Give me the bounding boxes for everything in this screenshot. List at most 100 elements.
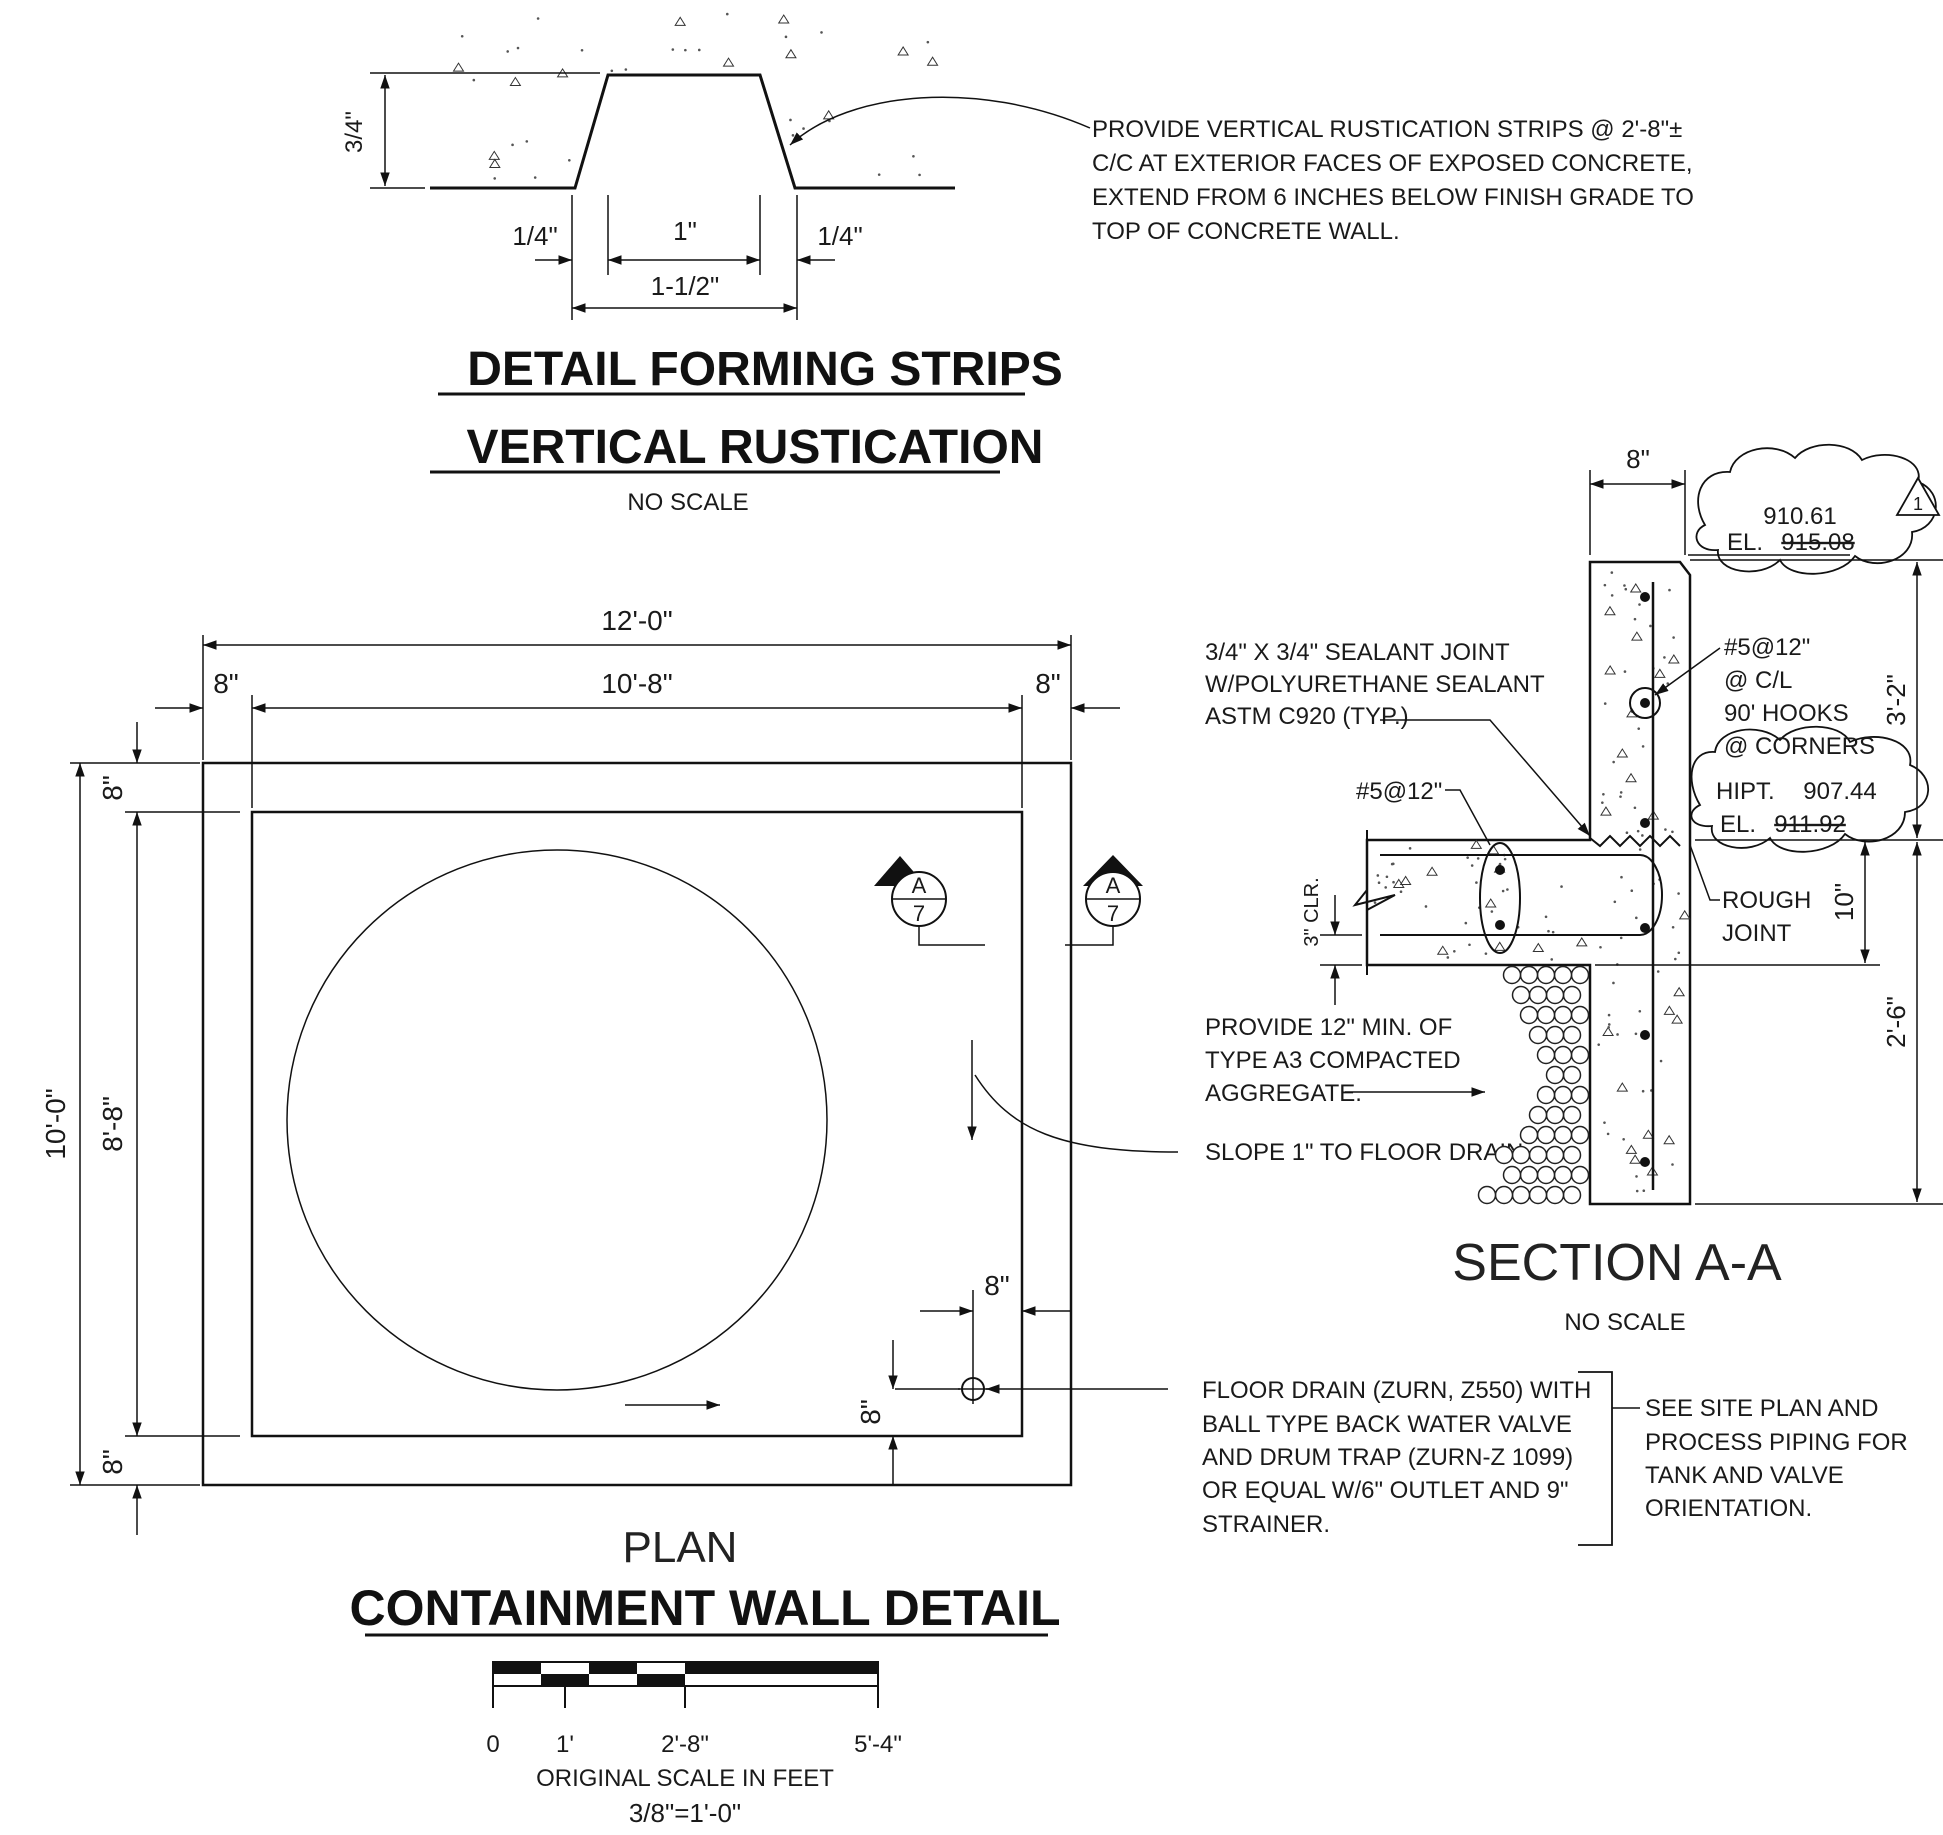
section-a-a: 8" 3'-2" 2'-6" 10" 3" CLR. 910.61 EL. 91…: [1205, 443, 1943, 1336]
note-line: #5@12": [1724, 634, 1810, 661]
revision-cloud: [1695, 443, 1937, 575]
hipt-label: HIPT.: [1716, 778, 1775, 805]
slab-rebar-note: #5@12": [1356, 778, 1442, 805]
wall-rebar-note: #5@12" @ C/L 90' HOOKS @ CORNERS: [1724, 634, 1875, 760]
concrete-section: [1365, 560, 1692, 1206]
el-top-prefix: EL.: [1727, 529, 1763, 556]
detail-title-line1: DETAIL FORMING STRIPS: [467, 343, 1063, 396]
note-line: JOINT: [1722, 920, 1792, 947]
revision-cloud: [1690, 725, 1930, 853]
note-line: AND DRUM TRAP (ZURN-Z 1099): [1202, 1444, 1573, 1471]
dim-drain-x: 8": [984, 1270, 1010, 1301]
plan-label: PLAN: [623, 1523, 738, 1572]
dim-left-label: 1/4": [512, 221, 557, 251]
dim-drain-y: 8": [855, 1399, 886, 1425]
section-mark-outer[interactable]: A 7: [1065, 855, 1143, 946]
rebar-dots: [1495, 592, 1650, 1167]
note-line: BALL TYPE BACK WATER VALVE: [1202, 1411, 1572, 1438]
note-line: PROCESS PIPING FOR: [1645, 1429, 1908, 1456]
hipt-value: 907.44: [1803, 778, 1876, 805]
note-line: PROVIDE VERTICAL RUSTICATION STRIPS @ 2'…: [1092, 116, 1682, 143]
slope-note: SLOPE 1" TO FLOOR DRAIN: [1205, 1139, 1523, 1166]
note-line: ROUGH: [1722, 887, 1811, 914]
sealant-leader: [1380, 719, 1591, 837]
scale-tick-label: 5'-4": [854, 1731, 902, 1758]
section-mark-inner[interactable]: A 7: [874, 856, 985, 946]
detail-title-line2: VERTICAL RUSTICATION: [467, 421, 1044, 474]
dim-height-label: 3/4": [341, 111, 368, 153]
note-line: @ C/L: [1724, 667, 1792, 694]
note-line: PROVIDE 12" MIN. OF: [1205, 1014, 1452, 1041]
dim-total-label: 1-1/2": [651, 271, 720, 301]
dim-slab: 10": [1829, 883, 1859, 921]
dim-inner-height: 8'-8": [97, 1096, 128, 1152]
wall-rebar-leader: [1654, 647, 1721, 696]
note-line: 90' HOOKS: [1724, 700, 1849, 727]
note-line: AGGREGATE.: [1205, 1080, 1362, 1107]
scale-tick-label: 1': [556, 1731, 574, 1758]
rustication-detail: 3/4" 1/4" 1" 1/4" 1-1/2" PROVIDE VERTICA…: [341, 12, 1701, 516]
rustication-strip-profile: [430, 73, 955, 190]
section-cut-line: [1065, 926, 1114, 946]
site-note: SEE SITE PLAN AND PROCESS PIPING FOR TAN…: [1645, 1395, 1914, 1522]
sealant-note: 3/4" X 3/4" SEALANT JOINT W/POLYURETHANE…: [1205, 639, 1551, 730]
note-line: TYPE A3 COMPACTED: [1205, 1047, 1461, 1074]
concrete-stipple: [452, 12, 939, 180]
note-line: ASTM C920 (TYP.): [1205, 703, 1409, 730]
note-line: C/C AT EXTERIOR FACES OF EXPOSED CONCRET…: [1092, 150, 1693, 177]
section-label: SECTION A-A: [1452, 1234, 1782, 1292]
dim-wall-right: 8": [1035, 668, 1061, 699]
section-mark-sheet: 7: [1107, 901, 1119, 926]
note-line: STRAINER.: [1202, 1511, 1330, 1538]
outer-wall-outline: [201, 761, 1073, 1487]
el-hipt-prefix: EL.: [1720, 811, 1756, 838]
detail-scale: NO SCALE: [627, 489, 748, 516]
slope-leader: [974, 1074, 1179, 1153]
section-mark-letter: A: [912, 873, 927, 898]
aggregate-note: PROVIDE 12" MIN. OF TYPE A3 COMPACTED AG…: [1205, 1014, 1467, 1107]
scale-tick-label: 2'-8": [661, 1731, 709, 1758]
dim-overall-width: 12'-0": [601, 605, 672, 636]
note-line: EXTEND FROM 6 INCHES BELOW FINISH GRADE …: [1092, 184, 1694, 211]
note-bracket: [1578, 1371, 1613, 1546]
containment-plan: 12'-0" 10'-8" 8" 8" 10'-0" 8'-8" 8" 8" A…: [40, 605, 1914, 1637]
note-line: @ CORNERS: [1724, 733, 1875, 760]
revision-tag: 1: [1913, 494, 1923, 514]
dim-overall-height: 10'-0": [40, 1088, 71, 1159]
tank-footprint: [286, 849, 828, 1391]
scale-ratio: 3/8"=1'-0": [629, 1798, 741, 1828]
dim-inner-width: 10'-8": [601, 668, 672, 699]
dim-upper: 3'-2": [1881, 674, 1911, 726]
floor-drain-symbol: [958, 1374, 988, 1404]
note-line: SEE SITE PLAN AND: [1645, 1395, 1878, 1422]
dim-wall-left: 8": [213, 668, 239, 699]
rough-joint-leader: [1689, 844, 1720, 901]
dim-wall-top: 8": [97, 775, 128, 801]
note-line: 3/4" X 3/4" SEALANT JOINT: [1205, 639, 1510, 666]
dim-wall-bottom: 8": [97, 1449, 128, 1475]
rebar-callout-circle: [1629, 687, 1661, 719]
section-mark-sheet: 7: [913, 901, 925, 926]
note-line: ORIENTATION.: [1645, 1495, 1812, 1522]
rough-joint-note: ROUGH JOINT: [1722, 887, 1818, 947]
break-line: [1352, 830, 1396, 975]
el-top-new: 910.61: [1763, 503, 1836, 530]
dim-center-label: 1": [673, 216, 697, 246]
note-line: FLOOR DRAIN (ZURN, Z550) WITH: [1202, 1377, 1591, 1404]
dim-clear: 3" CLR.: [1301, 877, 1323, 946]
scale-tick-label: 0: [486, 1731, 499, 1758]
rustication-note: PROVIDE VERTICAL RUSTICATION STRIPS @ 2'…: [1092, 116, 1701, 245]
revision-triangle-icon: [1895, 476, 1941, 516]
inner-wall-outline: [250, 810, 1024, 1438]
slab-rebar-leader: [1445, 789, 1491, 846]
el-top-old: 915.08: [1781, 529, 1854, 556]
rough-joint: [1589, 834, 1681, 848]
note-line: TOP OF CONCRETE WALL.: [1092, 218, 1400, 245]
note-line: TANK AND VALVE: [1645, 1462, 1844, 1489]
dim-lower: 2'-6": [1881, 996, 1911, 1048]
scale-caption: ORIGINAL SCALE IN FEET: [536, 1765, 834, 1792]
drain-note: FLOOR DRAIN (ZURN, Z550) WITH BALL TYPE …: [1202, 1377, 1598, 1538]
el-hipt-old: 911.92: [1774, 811, 1846, 838]
